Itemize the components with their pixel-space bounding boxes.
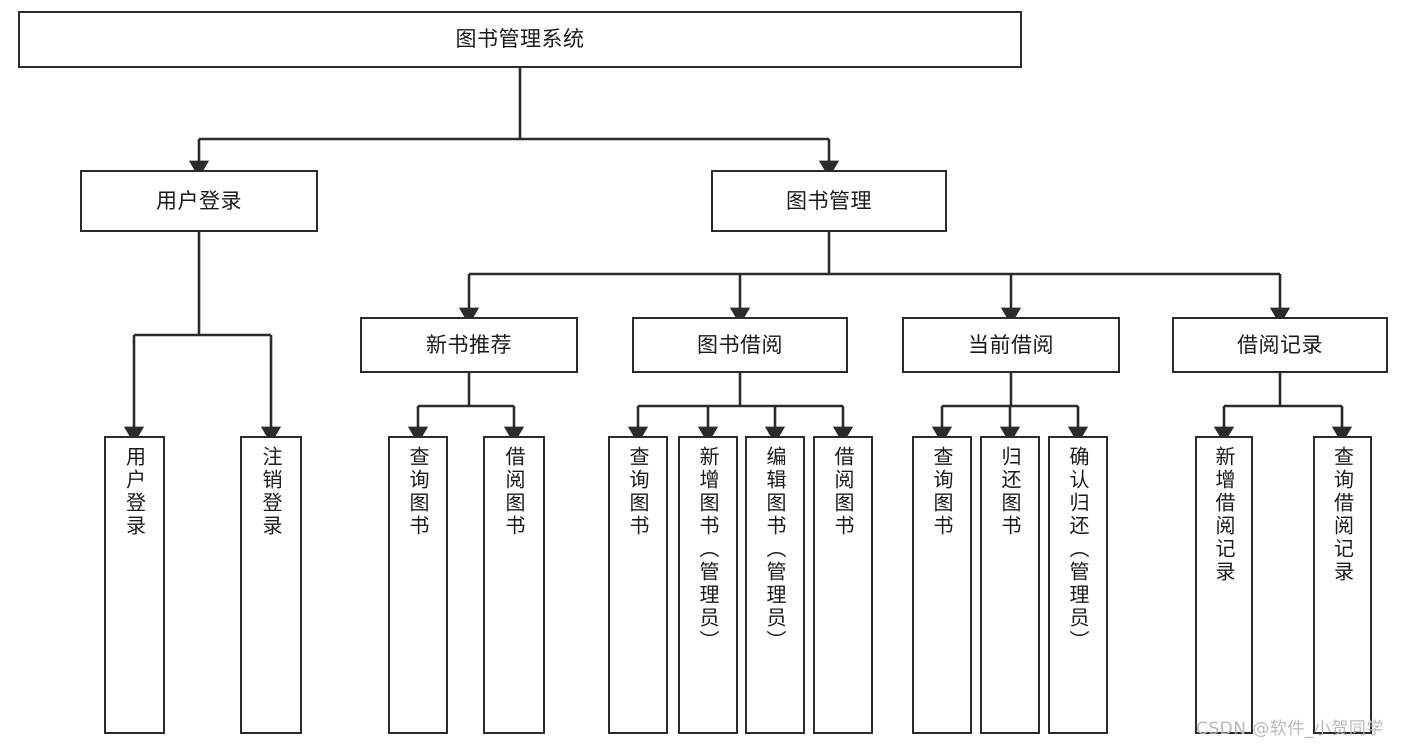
node-leaf-add-book[interactable]: 新增图书（管理员） — [678, 436, 738, 734]
node-new-book-rec[interactable]: 新书推荐 — [360, 317, 578, 373]
node-label-leaf-borrow-book-2: 借阅图书 — [831, 446, 855, 538]
node-book-manage[interactable]: 图书管理 — [711, 170, 947, 232]
node-current-borrow[interactable]: 当前借阅 — [902, 317, 1120, 373]
node-label-current-borrow: 当前借阅 — [968, 332, 1054, 357]
node-book-borrow[interactable]: 图书借阅 — [632, 317, 848, 373]
node-label-leaf-user-logout: 注销登录 — [259, 446, 283, 538]
node-leaf-borrow-book-1[interactable]: 借阅图书 — [483, 436, 545, 734]
node-leaf-user-logout[interactable]: 注销登录 — [240, 436, 302, 734]
node-label-user-login: 用户登录 — [156, 188, 242, 213]
node-label-leaf-confirm-return: 确认归还（管理员） — [1066, 446, 1090, 653]
node-label-new-book-rec: 新书推荐 — [426, 332, 512, 357]
node-borrow-record[interactable]: 借阅记录 — [1172, 317, 1388, 373]
node-label-leaf-query-book-2: 查询图书 — [626, 446, 650, 538]
node-leaf-return-book[interactable]: 归还图书 — [980, 436, 1040, 734]
node-leaf-edit-book[interactable]: 编辑图书（管理员） — [745, 436, 805, 734]
node-root[interactable]: 图书管理系统 — [18, 11, 1022, 68]
node-label-leaf-return-book: 归还图书 — [998, 446, 1022, 538]
node-label-book-borrow: 图书借阅 — [697, 332, 783, 357]
node-label-leaf-add-book: 新增图书（管理员） — [696, 446, 720, 653]
node-label-book-manage: 图书管理 — [786, 188, 872, 213]
node-label-leaf-edit-book: 编辑图书（管理员） — [763, 446, 787, 653]
csdn-watermark: CSDN @软件_小贺同学 — [1196, 719, 1384, 739]
node-label-borrow-record: 借阅记录 — [1237, 332, 1323, 357]
node-user-login[interactable]: 用户登录 — [80, 170, 318, 232]
node-leaf-query-book-3[interactable]: 查询图书 — [912, 436, 972, 734]
node-label-leaf-query-book-1: 查询图书 — [406, 446, 430, 538]
node-label-root: 图书管理系统 — [455, 27, 585, 52]
node-leaf-borrow-book-2[interactable]: 借阅图书 — [813, 436, 873, 734]
node-label-leaf-add-record: 新增借阅记录 — [1212, 446, 1236, 584]
node-leaf-query-record[interactable]: 查询借阅记录 — [1313, 436, 1372, 734]
node-label-leaf-query-record: 查询借阅记录 — [1330, 446, 1355, 584]
node-leaf-query-book-1[interactable]: 查询图书 — [388, 436, 448, 734]
node-leaf-confirm-return[interactable]: 确认归还（管理员） — [1048, 436, 1108, 734]
node-label-leaf-borrow-book-1: 借阅图书 — [502, 446, 526, 538]
node-leaf-user-login[interactable]: 用户登录 — [104, 436, 165, 734]
node-label-leaf-query-book-3: 查询图书 — [930, 446, 954, 538]
node-leaf-add-record[interactable]: 新增借阅记录 — [1195, 436, 1253, 734]
node-label-leaf-user-login: 用户登录 — [122, 446, 147, 538]
node-leaf-query-book-2[interactable]: 查询图书 — [608, 436, 668, 734]
